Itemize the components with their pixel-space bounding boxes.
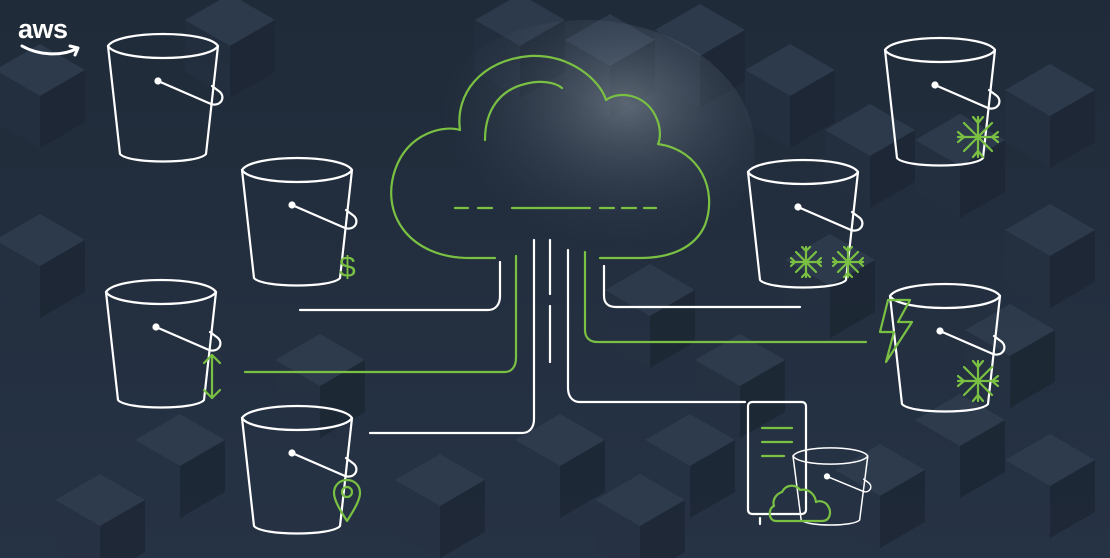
snowflake-icon bbox=[956, 359, 1000, 403]
document-bucket-cloud-icon bbox=[746, 400, 872, 526]
location-pin-icon bbox=[332, 478, 362, 523]
bucket-expand-arrows-icon bbox=[104, 278, 222, 409]
dollar-glyph: $ bbox=[339, 251, 356, 284]
snowflake-icon bbox=[789, 245, 823, 279]
amazon-smile-icon bbox=[20, 44, 80, 57]
snowflake-icon bbox=[956, 115, 1000, 159]
cloud-icon bbox=[390, 54, 711, 260]
cloud-glow bbox=[415, 20, 755, 280]
aws-logo[interactable]: aws bbox=[18, 14, 92, 64]
bucket-icon bbox=[106, 32, 224, 163]
aws-logo-text: aws bbox=[18, 14, 68, 44]
snowflake-icon bbox=[831, 245, 865, 279]
lightning-icon bbox=[878, 298, 914, 364]
connector-lines bbox=[243, 238, 868, 435]
expand-arrows-icon bbox=[202, 353, 222, 400]
